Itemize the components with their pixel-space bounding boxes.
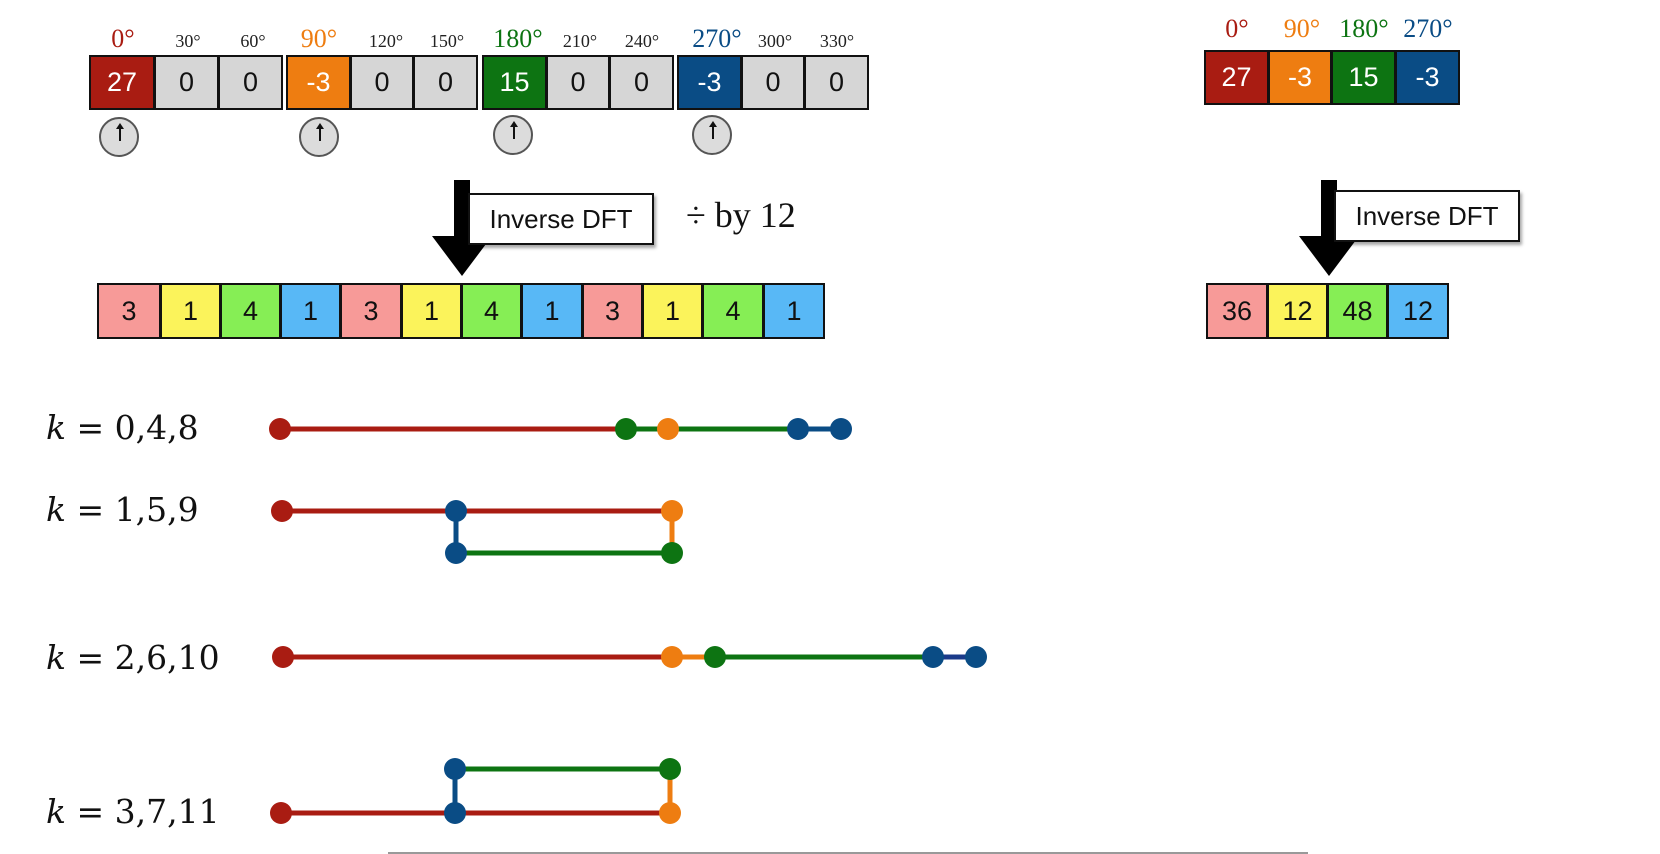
result-cell: 3 [340,283,402,339]
result-cell: 1 [160,283,221,339]
coefficient-cell: 15 [1331,50,1396,105]
angle-label: 0° [111,24,135,53]
angle-label: 30° [175,31,201,51]
phasor-path-k3 [270,758,681,824]
down-arrow-icon [432,180,492,276]
result-cell: 1 [763,283,825,339]
angle-label: 180° [493,24,543,53]
angle-label: 150° [429,31,465,51]
coefficient-cell: 15 [482,55,547,110]
result-cell: 12 [1267,283,1328,339]
phasor-node [445,542,467,564]
coefficient-cell: 0 [804,55,869,110]
phasor-node [659,802,681,824]
phase-dial-icon [493,115,533,155]
phasor-node [661,646,683,668]
k-values: 2,6,10 [114,638,220,677]
phasor-node [444,802,466,824]
phasor-node [269,418,291,440]
phasor-node [787,418,809,440]
angle-label: 270° [692,24,742,53]
phasor-node [272,646,294,668]
phase-dial-icon [99,117,139,157]
angle-label: 120° [368,31,404,51]
coefficient-cell: -3 [1268,50,1332,105]
angle-label: 0° [1225,14,1249,43]
phasor-node [271,500,293,522]
coefficient-cell: 27 [89,55,155,110]
phase-dial-icon [692,115,732,155]
angle-label: 240° [624,31,660,51]
coefficient-cell: 0 [609,55,674,110]
phasor-node [270,802,292,824]
phasor-node [661,500,683,522]
phasor-path-k2 [272,646,987,668]
inverse-dft-label: Inverse DFT [1334,190,1520,242]
coefficient-cell: 0 [218,55,283,110]
phasor-node [965,646,987,668]
phasor-node [657,418,679,440]
result-cell: 3 [582,283,643,339]
angle-label: 90° [1283,14,1321,43]
phasor-node [661,542,683,564]
phasor-node [615,418,637,440]
phasor-node [922,646,944,668]
result-cell: 1 [642,283,703,339]
angle-label: 270° [1403,14,1453,43]
result-cell: 4 [461,283,522,339]
coefficient-cell: 0 [350,55,414,110]
down-arrow-icon [1299,180,1359,276]
angle-label: 180° [1339,14,1389,43]
k-row-label: k = 0,4,8 [46,408,199,447]
phasor-node [830,418,852,440]
phasor-path-k1 [271,500,683,564]
k-row-label: k = 3,7,11 [46,792,220,831]
result-cell: 1 [280,283,341,339]
coefficient-cell: -3 [1395,50,1460,105]
phasor-node [445,500,467,522]
divide-by-label: ÷ by 12 [686,195,796,235]
k-values: 1,5,9 [114,490,199,529]
k-values: 3,7,11 [114,792,220,831]
k-row-label: k = 1,5,9 [46,490,199,529]
angle-label: 330° [819,31,855,51]
phasor-node [444,758,466,780]
phase-dial-icon [299,117,339,157]
coefficient-cell: 0 [741,55,805,110]
angle-label: 300° [757,31,793,51]
result-cell: 3 [97,283,161,339]
coefficient-cell: 0 [546,55,610,110]
phasor-node [704,646,726,668]
coefficient-cell: -3 [677,55,742,110]
angle-label: 210° [562,31,598,51]
phasor-node [659,758,681,780]
k-values: 0,4,8 [114,408,199,447]
angle-label: 90° [300,24,338,53]
phasor-path-k0 [269,418,852,440]
result-cell: 12 [1387,283,1449,339]
inverse-dft-label: Inverse DFT [468,193,654,245]
angle-label: 60° [240,31,266,51]
k-row-label: k = 2,6,10 [46,638,220,677]
coefficient-cell: 0 [413,55,478,110]
